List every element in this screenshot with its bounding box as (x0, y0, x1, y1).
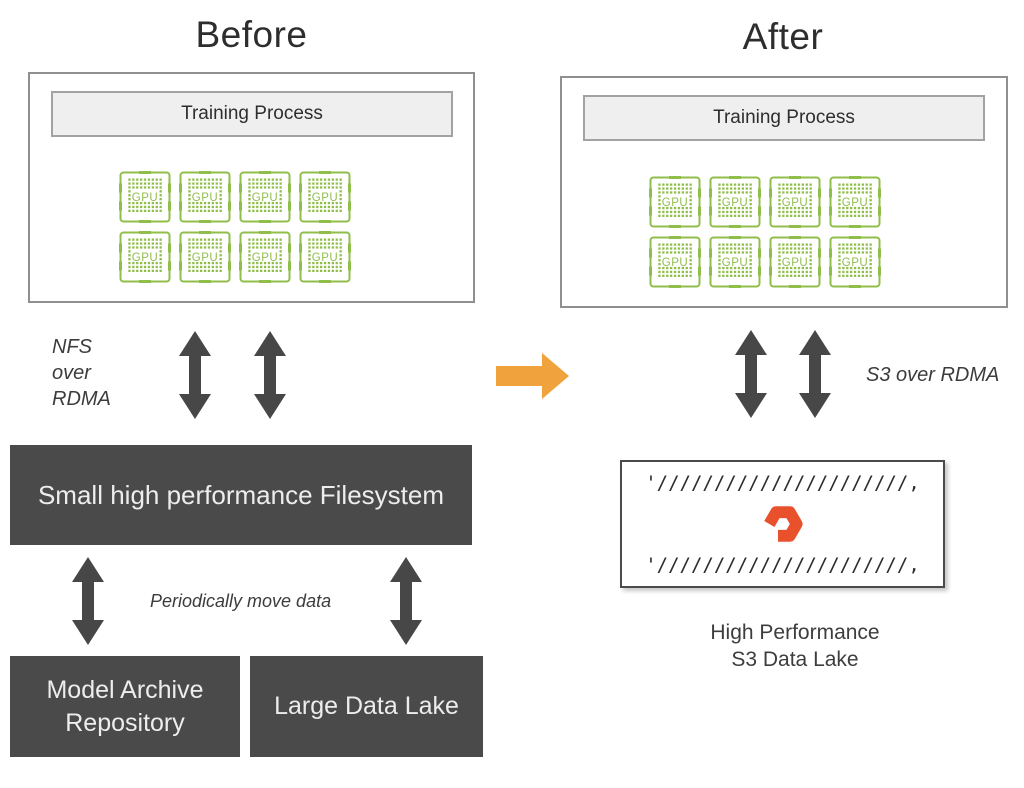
gpu-chip-icon: GPU (649, 236, 701, 288)
after-section-title: After (742, 16, 824, 57)
hatch-pattern: '//////////////////////, (645, 471, 920, 494)
bidirectional-arrow-icon (799, 330, 831, 418)
gpu-chip-icon: GPU (769, 236, 821, 288)
gpu-chip-label: GPU (662, 197, 688, 209)
gpu-chip-icon: GPU (709, 236, 761, 288)
gpu-chip-icon: GPU (769, 176, 821, 228)
gpu-chip-icon: GPU (239, 171, 291, 223)
gpu-chip-label: GPU (132, 252, 158, 264)
gpu-chip-label: GPU (722, 257, 748, 269)
before-section-title: Before (195, 14, 308, 55)
gpu-chip-icon: GPU (179, 171, 231, 223)
after-training-process-bar: Training Process (583, 95, 985, 141)
hatch-pattern: '//////////////////////, (645, 553, 920, 576)
s3-data-lake-box: '//////////////////////, '//////////////… (620, 460, 945, 588)
large-data-lake-box: Large Data Lake (250, 656, 483, 757)
periodically-move-data-label: Periodically move data (150, 591, 332, 611)
before-training-process-bar: Training Process (51, 91, 453, 137)
bidirectional-arrow-icon (72, 557, 104, 645)
transition-arrow-icon (496, 353, 569, 399)
gpu-chip-icon: GPU (829, 236, 881, 288)
gpu-chip-label: GPU (132, 192, 158, 204)
bidirectional-arrow-icon (254, 331, 286, 419)
after-gpu-grid: GPU GPU GPU GPU GPU GPU GPU GPU (649, 176, 881, 288)
gpu-chip-label: GPU (192, 192, 218, 204)
bidirectional-arrow-icon (390, 557, 422, 645)
gpu-chip-label: GPU (782, 257, 808, 269)
gpu-chip-label: GPU (252, 252, 278, 264)
gpu-chip-icon: GPU (299, 171, 351, 223)
gpu-chip-icon: GPU (649, 176, 701, 228)
gpu-chip-icon: GPU (709, 176, 761, 228)
gpu-chip-icon: GPU (239, 231, 291, 283)
gpu-chip-label: GPU (782, 197, 808, 209)
bidirectional-arrow-icon (735, 330, 767, 418)
s3-data-lake-caption: High Performance S3 Data Lake (710, 621, 880, 671)
gpu-chip-icon: GPU (119, 231, 171, 283)
model-archive-repository-box: Model Archive Repository (10, 656, 240, 757)
gpu-chip-label: GPU (722, 197, 748, 209)
pure-storage-logo-icon (763, 506, 803, 542)
small-filesystem-box: Small high performance Filesystem (10, 445, 472, 545)
gpu-chip-label: GPU (312, 192, 338, 204)
gpu-chip-icon: GPU (119, 171, 171, 223)
gpu-chip-label: GPU (252, 192, 278, 204)
s3-over-rdma-label: S3 over RDMA (866, 364, 1000, 386)
gpu-chip-icon: GPU (299, 231, 351, 283)
gpu-chip-label: GPU (192, 252, 218, 264)
gpu-chip-icon: GPU (179, 231, 231, 283)
nfs-over-rdma-label: NFS over RDMA (52, 336, 111, 410)
gpu-chip-label: GPU (312, 252, 338, 264)
bidirectional-arrow-icon (179, 331, 211, 419)
gpu-chip-label: GPU (662, 257, 688, 269)
gpu-chip-icon: GPU (829, 176, 881, 228)
gpu-chip-label: GPU (842, 197, 868, 209)
gpu-chip-label: GPU (842, 257, 868, 269)
before-gpu-grid: GPU GPU GPU GPU GPU GPU GPU GPU (119, 171, 351, 283)
